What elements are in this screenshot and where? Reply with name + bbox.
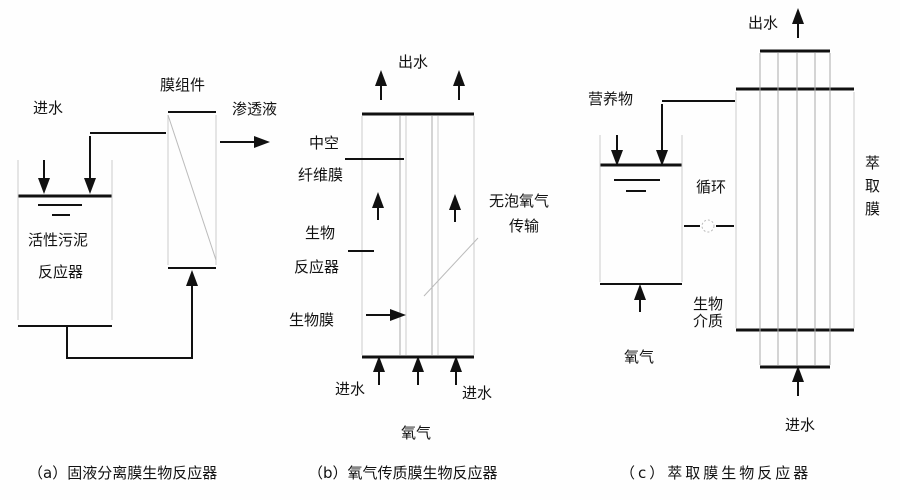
oxygen-label-c: 氧气 [624, 348, 655, 366]
caption-c: （c）萃取膜生物反应器 [620, 464, 812, 482]
oxygen-label-b: 氧气 [401, 424, 432, 442]
permeate-label: 渗透液 [232, 100, 278, 118]
hollow-fiber-label-line1: 中空 [309, 134, 340, 152]
circulation-label: 循环 [696, 178, 727, 196]
extraction-membrane-module [735, 49, 855, 369]
inlet-label-b-left: 进水 [335, 380, 366, 398]
extraction-membrane-label: 萃取膜 [863, 155, 881, 224]
caption-b: （b）氧气传质膜生物反应器 [308, 464, 498, 482]
reactor-label-a-line2: 反应器 [38, 263, 84, 281]
nutrients-label: 营养物 [588, 90, 634, 108]
inlet-label-c: 进水 [785, 416, 816, 434]
medium-label-line2: 介质 [693, 312, 724, 330]
outlet-label-b: 出水 [398, 53, 429, 71]
outlet-label-c: 出水 [748, 14, 779, 32]
bioreactor-label-line2: 反应器 [294, 258, 340, 276]
bubbleless-transfer-label-line1: 无泡氧气 [489, 192, 550, 210]
caption-a: （a）固液分离膜生物反应器 [28, 464, 218, 482]
hollow-fiber-reactor-b [361, 112, 479, 359]
reactor-tank-c [599, 135, 683, 285]
inlet-label-a: 进水 [33, 99, 64, 117]
pump-icon [701, 219, 715, 233]
bubbleless-transfer-label-line2: 传输 [509, 217, 540, 235]
reactor-tank-a [17, 160, 113, 327]
bioreactor-label-line1: 生物 [305, 224, 336, 242]
reactor-label-a-line1: 活性污泥 [28, 231, 89, 249]
medium-label-line1: 生物 [693, 295, 724, 313]
biofilm-label: 生物膜 [289, 311, 335, 329]
membrane-module-a [167, 111, 217, 269]
hollow-fiber-label-line2: 纤维膜 [298, 166, 344, 184]
membrane-module-label: 膜组件 [160, 76, 206, 94]
inlet-label-b-right: 进水 [462, 384, 493, 402]
